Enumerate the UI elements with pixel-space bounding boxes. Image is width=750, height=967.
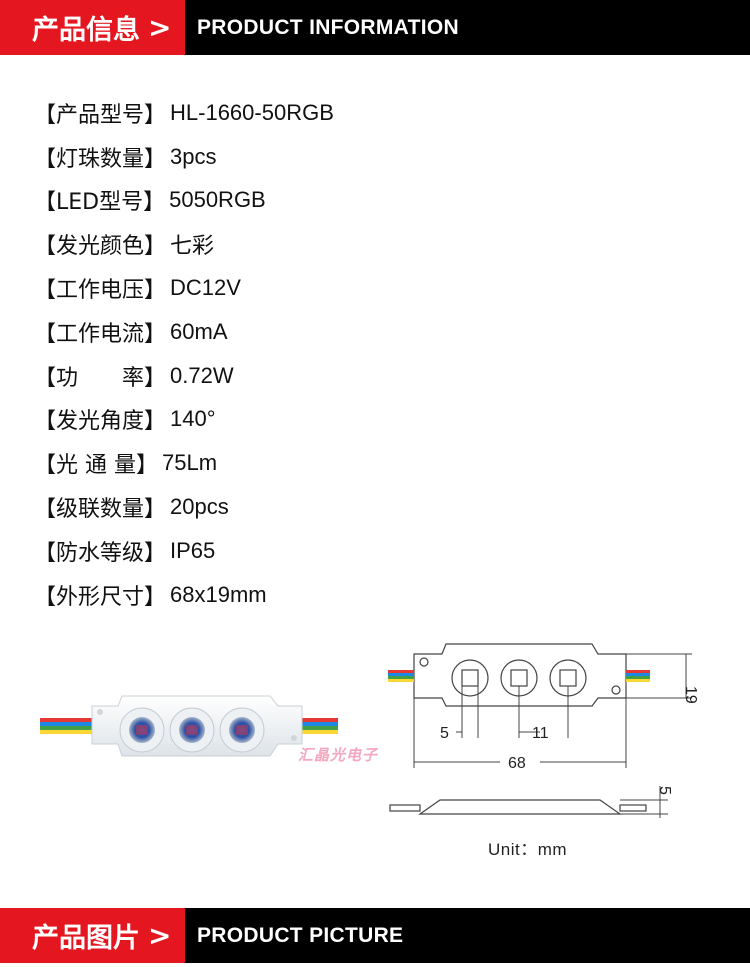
spec-value: 60mA [170,318,228,344]
header-banner-product-picture: 产品图片 > PRODUCT PICTURE [0,908,750,963]
chevron-right-icon: > [148,919,172,952]
dimension-drawing: 5 11 68 19 5 [388,643,699,818]
banner-title-en: PRODUCT INFORMATION [197,15,459,39]
spec-row-led-type: 【LED型号】5050RGB [34,179,334,223]
spec-label: 【LED型号】 [34,190,166,216]
led-lens [219,707,265,753]
spec-label: 【工作电压】 [34,278,167,304]
banner-red-block: 产品信息 > [0,0,185,55]
dim-label-length: 68 [508,755,526,772]
banner-title-en: PRODUCT PICTURE [197,923,404,947]
dim-label-pitch: 11 [532,725,549,742]
spec-label: 【产品型号】 [34,102,167,128]
spec-row-color: 【发光颜色】七彩 [34,222,334,266]
spec-value: 140° [170,406,216,432]
led-lens [119,707,165,753]
spec-label: 【功 率】 [34,365,167,391]
left-wires [40,718,102,734]
spec-row-power: 【功 率】0.72W [34,354,334,398]
spec-row-led-count: 【灯珠数量】3pcs [34,135,334,179]
banner-title-cn: 产品信息 [32,15,140,46]
chevron-right-icon: > [148,11,172,44]
mount-hole [291,735,297,741]
spec-value: HL-1660-50RGB [170,99,334,125]
spec-value: 七彩 [170,233,215,259]
led-module-photo [40,695,338,757]
spec-row-model: 【产品型号】HL-1660-50RGB [34,91,334,135]
spec-value: 20pcs [170,494,229,520]
spec-label: 【外形尺寸】 [34,584,167,610]
spec-label: 【防水等级】 [34,540,167,566]
dim-label-lens-size: 5 [440,725,449,742]
spec-value: IP65 [170,537,216,563]
spec-value: 3pcs [170,143,217,169]
spec-list: 【产品型号】HL-1660-50RGB 【灯珠数量】3pcs 【LED型号】50… [34,91,334,617]
brand-watermark: 汇晶光电子 [298,746,379,764]
spec-row-luminous-flux: 【光 通 量】75Lm [34,441,334,485]
spec-row-dimensions: 【外形尺寸】68x19mm [34,573,334,617]
mount-hole [97,709,103,715]
led-lens [169,707,215,753]
spec-row-voltage: 【工作电压】DC12V [34,266,334,310]
spec-label: 【发光角度】 [34,409,167,435]
spec-label: 【光 通 量】 [34,453,158,479]
spec-value: 5050RGB [169,187,266,213]
spec-value: DC12V [170,275,241,301]
banner-black-block: PRODUCT PICTURE [185,908,750,963]
banner-title-cn: 产品图片 [32,923,140,954]
dim-label-width: 19 [682,686,699,704]
banner-black-block: PRODUCT INFORMATION [185,0,750,55]
unit-label: Unit：mm [488,840,568,859]
spec-row-waterproof: 【防水等级】IP65 [34,529,334,573]
spec-label: 【级联数量】 [34,497,167,523]
spec-value: 75Lm [162,450,218,476]
spec-row-cascade: 【级联数量】20pcs [34,485,334,529]
spec-row-beam-angle: 【发光角度】140° [34,398,334,442]
spec-label: 【工作电流】 [34,321,167,347]
spec-label: 【灯珠数量】 [34,146,167,172]
spec-label: 【发光颜色】 [34,234,167,260]
dim-label-thickness: 5 [656,786,673,795]
header-banner-product-info: 产品信息 > PRODUCT INFORMATION [0,0,750,55]
spec-value: 68x19mm [170,581,267,607]
right-wires [296,718,338,734]
spec-value: 0.72W [170,362,234,388]
spec-row-current: 【工作电流】60mA [34,310,334,354]
banner-red-block: 产品图片 > [0,908,185,963]
